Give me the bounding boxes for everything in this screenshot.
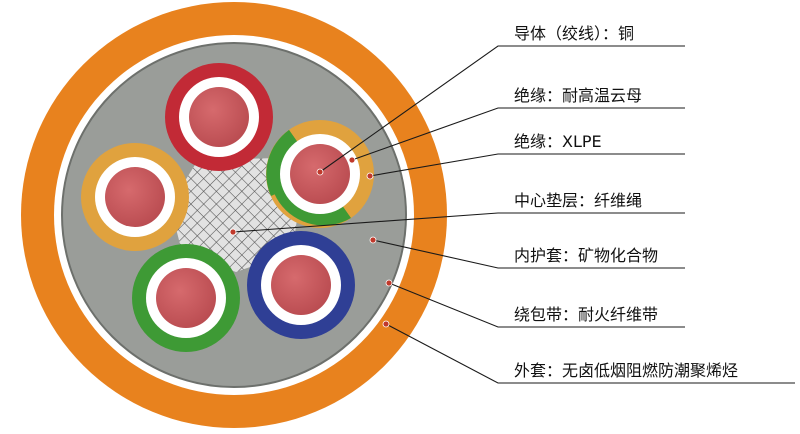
dot-center-filler [229,228,237,236]
core-yellow [81,143,189,251]
leader-mica-insulation [351,107,685,161]
dot-mica-insulation [348,156,356,164]
leader-wrapping-tape [388,282,685,328]
pointer-dots [229,156,393,328]
core-green [132,244,240,352]
label-wrapping-tape: 绕包带：耐火纤维带 [514,305,658,324]
core-red [165,63,273,171]
conductor [156,268,216,328]
dot-wrapping-tape [385,279,393,287]
dot-xlpe-insulation [366,172,374,180]
leader-outer-sheath [385,323,795,384]
conductor [271,255,331,315]
conductor [105,167,165,227]
conductor [189,87,249,147]
dot-outer-sheath [382,320,390,328]
label-mica-insulation: 绝缘：耐高温云母 [514,86,642,105]
label-inner-sheath: 内护套：矿物化合物 [514,246,658,265]
leader-conductor [319,45,685,173]
dot-conductor [316,168,324,176]
leader-inner-sheath [372,239,685,269]
label-center-filler: 中心垫层：纤维绳 [514,191,642,210]
leader-xlpe-insulation [369,153,685,177]
leader-lines [232,45,795,384]
dot-inner-sheath [369,236,377,244]
leader-center-filler [232,212,685,233]
label-conductor: 导体（绞线）：铜 [514,24,634,43]
label-xlpe-insulation: 绝缘：XLPE [514,132,602,151]
core-blue [247,231,355,339]
label-outer-sheath: 外套：无卤低烟阻燃防潮聚烯烃 [514,361,738,380]
